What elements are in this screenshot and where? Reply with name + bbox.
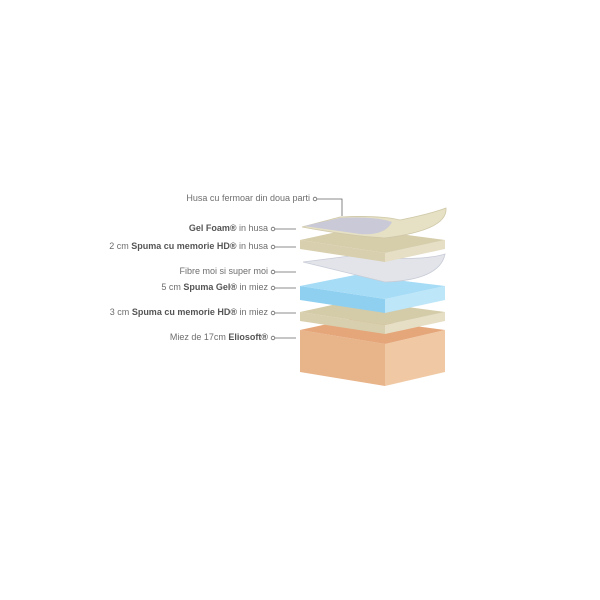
label-memory-foam-core: 3 cm Spuma cu memorie HD® in miez [109,307,268,317]
label-gel-foam-core: 5 cm Spuma Gel® in miez [161,282,268,292]
memory-foam-core-layer [300,300,445,334]
label-gel-foam: Gel Foam® in husa [188,223,268,233]
label-eliosoft-core: Miez de 17cm Eliosoft® [169,332,268,342]
zip-cover-layer [301,207,447,239]
gel-foam-layer [300,275,445,313]
label-memory-foam-cover: 2 cm Spuma cu memorie HD® in husa [109,241,268,251]
label-zip-cover: Husa cu fermoar din doua parti [186,193,310,203]
connectors [270,196,343,341]
label-fibre: Fibre moi si super moi [179,266,268,276]
memory-foam-cover-layer [300,228,445,262]
